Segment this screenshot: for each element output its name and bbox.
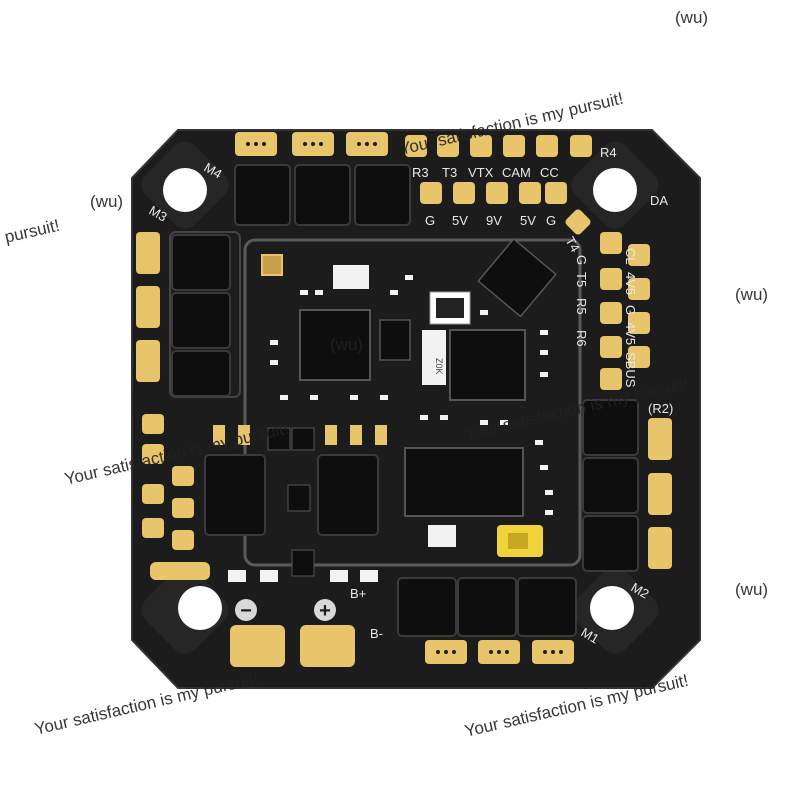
label-r5: R5 [574, 298, 589, 315]
label-g3: G [574, 255, 589, 265]
watermark-5: (wu) [330, 335, 364, 354]
watermark-7: (wu) [735, 285, 769, 304]
label-b-minus: B- [370, 626, 383, 641]
mosfets-right [582, 399, 639, 572]
label-g2: G [546, 213, 556, 228]
watermark-4: (wu) [90, 192, 124, 211]
label-b-plus: B+ [350, 586, 366, 601]
label-4v5-b: 4V5 [623, 322, 638, 345]
minus-icon: − [240, 600, 252, 622]
label-sbus: SBUS [623, 352, 638, 388]
label-cam: CAM [502, 165, 531, 180]
mounting-holes [141, 141, 659, 654]
label-5v-b: 5V [520, 213, 536, 228]
silkscreen-labels: M4 M3 M2 M1 R3 T3 VTX CAM CC R4 G 5V 9V … [147, 145, 674, 647]
smd-passives [270, 275, 553, 515]
signal-pads-left [142, 414, 210, 580]
label-t3: T3 [442, 165, 457, 180]
chip-label: Z0K [434, 358, 444, 375]
label-t5: T5 [574, 272, 589, 287]
motor-pads [136, 132, 672, 664]
label-g1: G [425, 213, 435, 228]
label-5v-a: 5V [452, 213, 468, 228]
label-t4: T4 [562, 234, 583, 255]
plus-icon: + [319, 600, 331, 622]
label-4v5-a: 4V5 [623, 272, 638, 295]
mosfets-bottom [397, 577, 577, 637]
label-r3: R3 [412, 165, 429, 180]
mosfets-left [171, 234, 231, 397]
label-g4: G [623, 305, 638, 315]
mosfets-top [234, 164, 411, 226]
label-9v: 9V [486, 213, 502, 228]
label-cl: CL [623, 248, 638, 265]
watermark-2: (wu) [675, 8, 709, 27]
power-section [204, 454, 379, 536]
mcu-section-outline [243, 238, 582, 567]
watermark-11: (wu) [735, 580, 769, 599]
label-r2: (R2) [648, 401, 673, 416]
battery-pads [230, 625, 355, 667]
signal-pads-right [565, 209, 650, 390]
signal-pads-top [405, 135, 592, 204]
label-cc: CC [540, 165, 559, 180]
mcu-components [261, 237, 557, 557]
label-r4: R4 [600, 145, 617, 160]
label-vtx: VTX [468, 165, 494, 180]
label-da: DA [650, 193, 668, 208]
label-r6: R6 [574, 330, 589, 347]
polarity-marks: − + [235, 599, 336, 622]
